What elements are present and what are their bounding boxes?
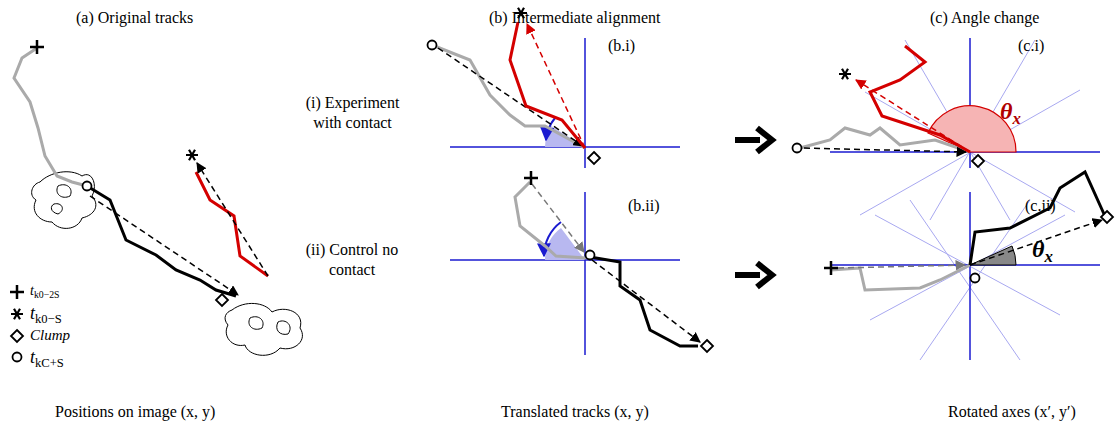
- subpanel-label: (c.ii): [1025, 196, 1056, 216]
- axis-caption: Positions on image (x, y): [55, 402, 215, 422]
- legend-text: tk0−2S: [30, 282, 60, 301]
- angle-symbol: θx: [1032, 234, 1053, 268]
- axis-caption: Rotated axes (x′, y′): [948, 402, 1076, 422]
- panel-title: (b) Intermediate alignment: [489, 8, 660, 28]
- legend-text: tkC+S: [30, 346, 64, 372]
- angle-symbol: θx: [1000, 96, 1021, 130]
- legend-text: tk0−S: [30, 302, 62, 328]
- panel-title: (c) Angle change: [930, 8, 1039, 28]
- legend-text: Clump: [30, 326, 70, 345]
- row-label: (ii) Control no contact: [302, 240, 402, 280]
- row-label: (i) Experiment with contact: [295, 93, 410, 133]
- subpanel-label: (b.ii): [628, 196, 660, 216]
- axis-caption: Translated tracks (x, y): [501, 402, 649, 422]
- panel-title: (a) Original tracks: [76, 8, 193, 28]
- subpanel-label: (b.i): [608, 36, 635, 56]
- subpanel-label: (c.i): [1018, 36, 1044, 56]
